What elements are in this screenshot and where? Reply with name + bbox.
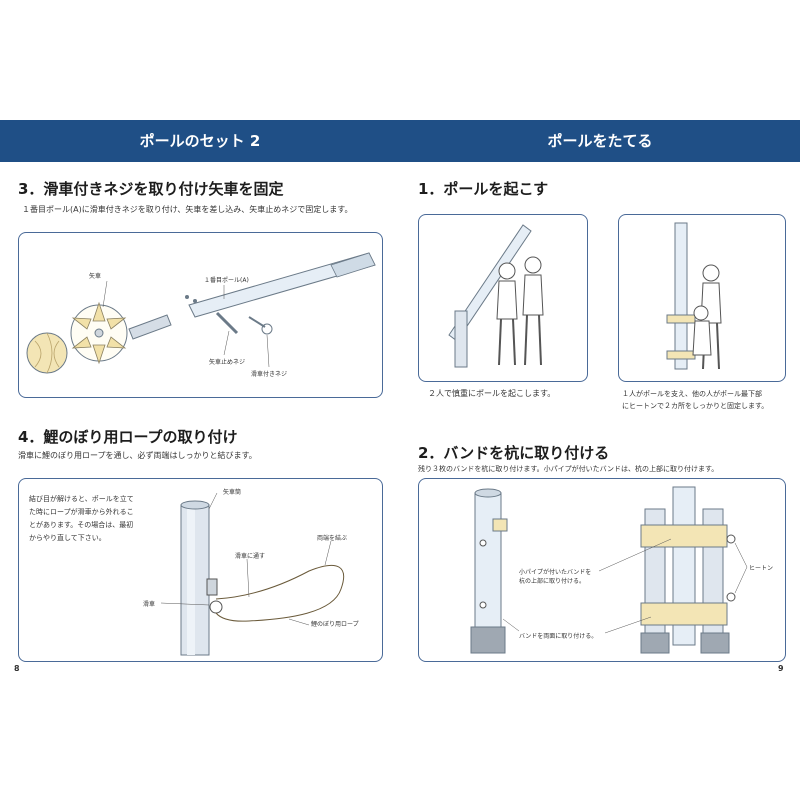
label-hiton: ヒートン (749, 565, 774, 572)
label-rope: 鯉のぼり用ロープ (311, 621, 359, 628)
section-3-desc: １番目ポール(A)に滑車付きネジを取り付け、矢車を差し込み、矢車止めネジで固定し… (22, 205, 353, 214)
two-people-raising-pole (448, 224, 544, 368)
label-through-pulley: 滑車に通す (235, 553, 266, 560)
right-page-title: ポールをたてる (547, 132, 653, 150)
section-4-note-line-3: とがあります。その場合は、最初 (29, 521, 134, 529)
label-yaguruma: 矢車 (89, 273, 102, 280)
section-2-desc: 残り３枚のバンドを杭に取り付けます。小パイプが付いたバンドは、杭の上部に取り付け… (418, 465, 719, 473)
person-supporting-pole (666, 222, 722, 370)
label-pulley-screw: 滑車付きネジ (251, 371, 288, 378)
header-band (0, 120, 800, 162)
section-1-caption-left: ２人で慎重にポールを起こします。 (428, 389, 556, 398)
rope-pulley-illustration (160, 492, 345, 656)
section-1-caption-right-line-2: にヒートンで２カ所をしっかりと固定します。 (622, 402, 769, 410)
section-1-title: 1．ポールを起こす (418, 180, 549, 198)
label-yaguruma-stop: 矢車筒 (223, 489, 242, 496)
section-4-title: 4．鯉のぼり用ロープの取り付け (18, 428, 238, 446)
section-4-note-line-1: 結び目が解けると、ポールを立て (29, 495, 134, 503)
label-pulley: 滑車 (143, 601, 156, 608)
section-1-caption-right-line-1: １人がポールを支え、他の人がポール最下部 (622, 390, 762, 398)
section-4-desc: 滑車に鯉のぼり用ロープを通し、必ず両端はしっかりと結びます。 (18, 451, 257, 460)
band-stake-illustration (470, 486, 748, 654)
section-3-figure: 矢車 １番目ポール(A) 矢車止めネジ 滑車付きネジ (18, 232, 383, 398)
page-number-left: 8 (14, 664, 20, 673)
section-4-note-line-4: からやり直して下さい。 (29, 534, 106, 542)
section-2-title: 2．バンドを杭に取り付ける (418, 444, 610, 462)
section-1-figure-right (618, 214, 786, 382)
label-small-pipe-band-line-1: 小パイプが付いたバンドを (519, 569, 592, 576)
label-small-pipe-band-line-2: 杭の上部に取り付ける。 (519, 578, 586, 585)
section-3-title: 3．滑車付きネジを取り付け矢車を固定 (18, 180, 284, 198)
label-tie-ends: 両端を結ぶ (317, 535, 348, 542)
section-1-figure-left (418, 214, 588, 382)
pole-assembly-illustration (26, 252, 376, 374)
label-band-both-sides: バンドを両面に取り付ける。 (519, 633, 598, 640)
label-stop-screw: 矢車止めネジ (209, 359, 246, 366)
section-4-note-line-2: た時にロープが滑車から外れるこ (29, 508, 134, 516)
left-page-title: ポールのセット 2 (139, 132, 261, 150)
section-4-figure: 結び目が解けると、ポールを立て た時にロープが滑車から外れるこ とがあります。そ… (18, 478, 383, 662)
section-2-figure: 小パイプが付いたバンドを 杭の上部に取り付ける。 バンドを両面に取り付ける。 ヒ… (418, 478, 786, 662)
label-pole-a: １番目ポール(A) (204, 277, 249, 284)
page-number-right: 9 (778, 664, 784, 673)
